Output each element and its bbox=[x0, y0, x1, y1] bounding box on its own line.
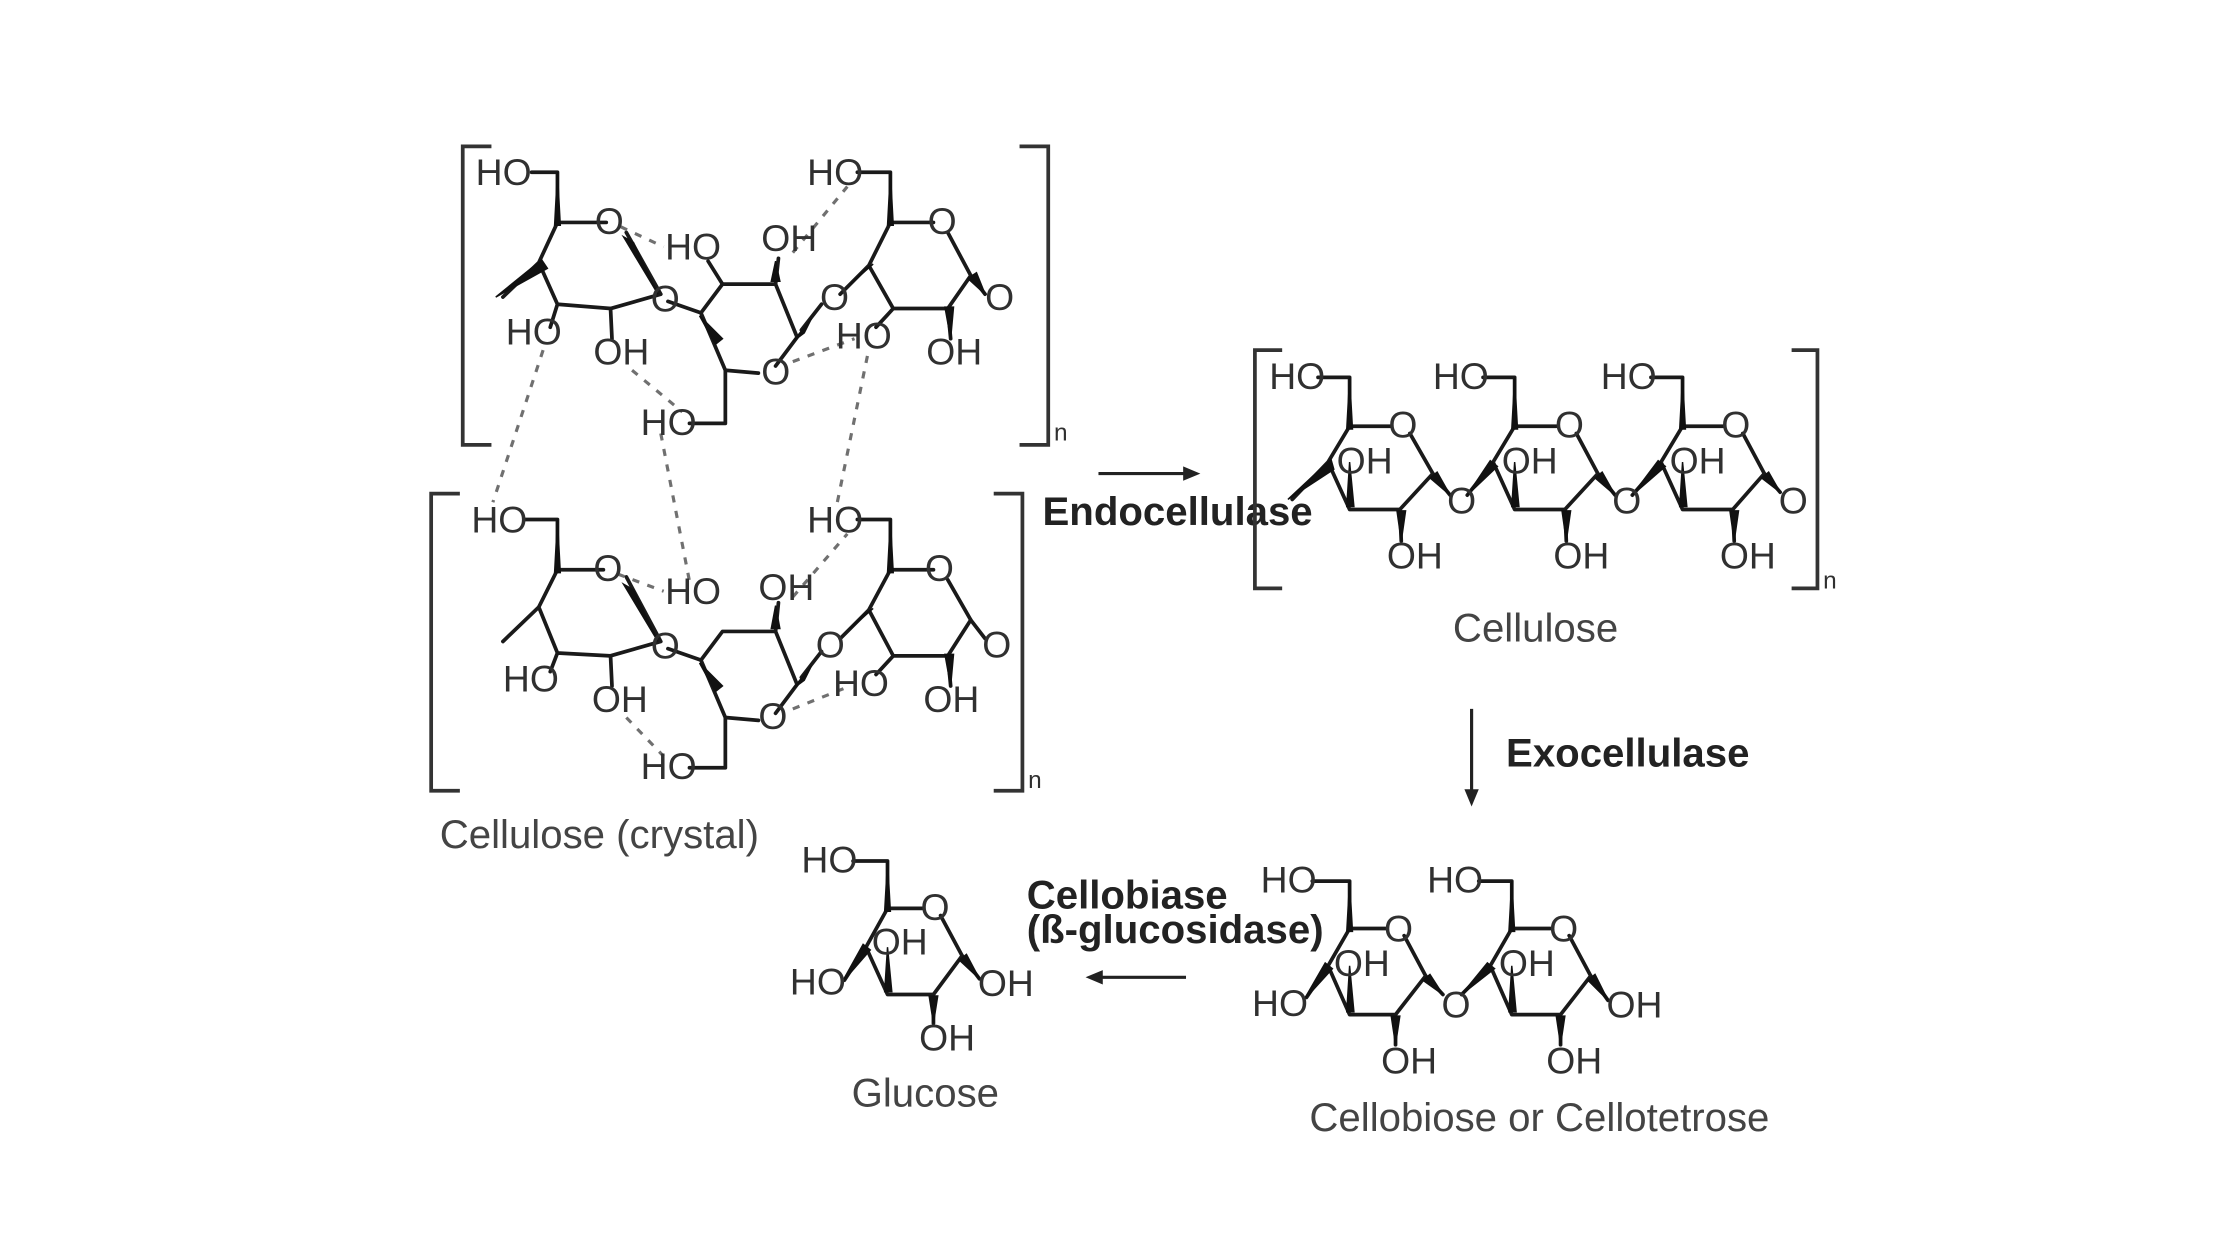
atom-label: O bbox=[816, 623, 845, 665]
atom-label: O bbox=[1388, 404, 1417, 446]
atom-label: OH bbox=[1337, 440, 1393, 482]
glucose-molecule bbox=[840, 859, 982, 1026]
cellobiose-atom-labels: HO HO O O OH OH HO O OH OH OH bbox=[1252, 859, 1662, 1082]
atom-label: O bbox=[1779, 480, 1808, 522]
atom-label: OH bbox=[758, 566, 814, 608]
atom-label: O bbox=[925, 547, 954, 589]
atom-label: O bbox=[1549, 907, 1578, 949]
glucose-caption: Glucose bbox=[852, 1070, 999, 1115]
atom-label: O bbox=[761, 351, 790, 393]
atom-label: O bbox=[1612, 480, 1641, 522]
atom-label: O bbox=[595, 200, 624, 242]
atom-label: O bbox=[820, 276, 849, 318]
atom-label: OH bbox=[593, 331, 649, 373]
atom-label: HO bbox=[790, 961, 846, 1003]
atom-label: HO bbox=[1252, 982, 1308, 1024]
atom-label: HO bbox=[503, 658, 559, 700]
atom-label: OH bbox=[1381, 1039, 1437, 1081]
atom-label: HO bbox=[1427, 859, 1483, 901]
atom-label: OH bbox=[923, 678, 979, 720]
atom-label: O bbox=[1441, 983, 1470, 1025]
atom-label: OH bbox=[592, 678, 648, 720]
atom-label: OH bbox=[1553, 534, 1609, 576]
atom-label: O bbox=[651, 625, 680, 667]
cellobiase-label: Cellobiase bbox=[1027, 872, 1228, 917]
atom-label: HO bbox=[833, 662, 889, 704]
atom-label: O bbox=[921, 886, 950, 928]
atom-label: HO bbox=[471, 498, 527, 540]
cellobiose-molecule bbox=[1303, 879, 1610, 1047]
atom-label: HO bbox=[476, 151, 532, 193]
cellulose-brackets: n bbox=[1253, 348, 1837, 594]
cellobiose-caption: Cellobiose or Cellotetrose bbox=[1309, 1095, 1769, 1140]
atom-label: OH bbox=[1499, 942, 1555, 984]
hydrogen-bonds bbox=[491, 185, 869, 758]
crystal-atom-labels: HO O HO OH HO O O O O HO OH HO OH O HO H… bbox=[471, 151, 1014, 787]
atom-label: O bbox=[651, 277, 680, 319]
atom-label: OH bbox=[1502, 440, 1558, 482]
cellobiase-alt-label: (ß-glucosidase) bbox=[1027, 907, 1324, 952]
atom-label: O bbox=[982, 623, 1011, 665]
atom-label: HO bbox=[506, 310, 562, 352]
atom-label: HO bbox=[807, 498, 863, 540]
atom-label: OH bbox=[1606, 983, 1662, 1025]
atom-label: OH bbox=[978, 962, 1034, 1004]
atom-label: HO bbox=[641, 401, 697, 443]
atom-label: HO bbox=[1433, 355, 1489, 397]
cellulose-atom-labels: HO HO HO O O O OH OH OH O O O OH OH OH bbox=[1269, 355, 1807, 576]
atom-label: HO bbox=[665, 226, 721, 268]
atom-label: HO bbox=[1269, 355, 1325, 397]
atom-label: O bbox=[1384, 907, 1413, 949]
repeat-subscript: n bbox=[1054, 420, 1068, 447]
atom-label: OH bbox=[1546, 1039, 1602, 1081]
atom-label: OH bbox=[761, 217, 817, 259]
glucose-atom-labels: HO O OH HO OH OH bbox=[790, 839, 1034, 1059]
atom-label: OH bbox=[1720, 534, 1776, 576]
atom-label: HO bbox=[1261, 859, 1317, 901]
repeat-subscript: n bbox=[1823, 567, 1837, 594]
atom-label: HO bbox=[1601, 355, 1657, 397]
atom-label: O bbox=[758, 695, 787, 737]
atom-label: O bbox=[1555, 404, 1584, 446]
atom-label: O bbox=[1721, 404, 1750, 446]
atom-label: OH bbox=[926, 331, 982, 373]
endocellulase-label: Endocellulase bbox=[1043, 489, 1313, 534]
atom-label: OH bbox=[1670, 440, 1726, 482]
atom-label: HO bbox=[801, 839, 857, 881]
atom-label: O bbox=[928, 200, 957, 242]
atom-label: HO bbox=[641, 745, 697, 787]
crystal-upper-chain bbox=[495, 170, 987, 426]
crystal-lower-chain bbox=[501, 517, 987, 770]
crystal-cellulose-caption: Cellulose (crystal) bbox=[440, 812, 759, 857]
atom-label: O bbox=[1447, 480, 1476, 522]
atom-label: OH bbox=[1387, 534, 1443, 576]
atom-label: OH bbox=[919, 1016, 975, 1058]
cellobiase-step: Cellobiase (ß-glucosidase) bbox=[1027, 872, 1324, 985]
atom-label: O bbox=[985, 276, 1014, 318]
atom-label: OH bbox=[872, 920, 928, 962]
repeat-subscript: n bbox=[1028, 767, 1042, 794]
cellulose-caption: Cellulose bbox=[1453, 605, 1618, 650]
endocellulase-step: Endocellulase bbox=[1043, 466, 1313, 534]
atom-label: HO bbox=[807, 151, 863, 193]
exocellulase-label: Exocellulase bbox=[1506, 730, 1749, 775]
exocellulase-step: Exocellulase bbox=[1464, 708, 1749, 807]
atom-label: HO bbox=[836, 315, 892, 357]
crystal-brackets: n n bbox=[429, 144, 1068, 794]
atom-label: O bbox=[593, 547, 622, 589]
atom-label: OH bbox=[1334, 942, 1390, 984]
atom-label: HO bbox=[665, 570, 721, 612]
cellulose-chain bbox=[1287, 375, 1783, 543]
